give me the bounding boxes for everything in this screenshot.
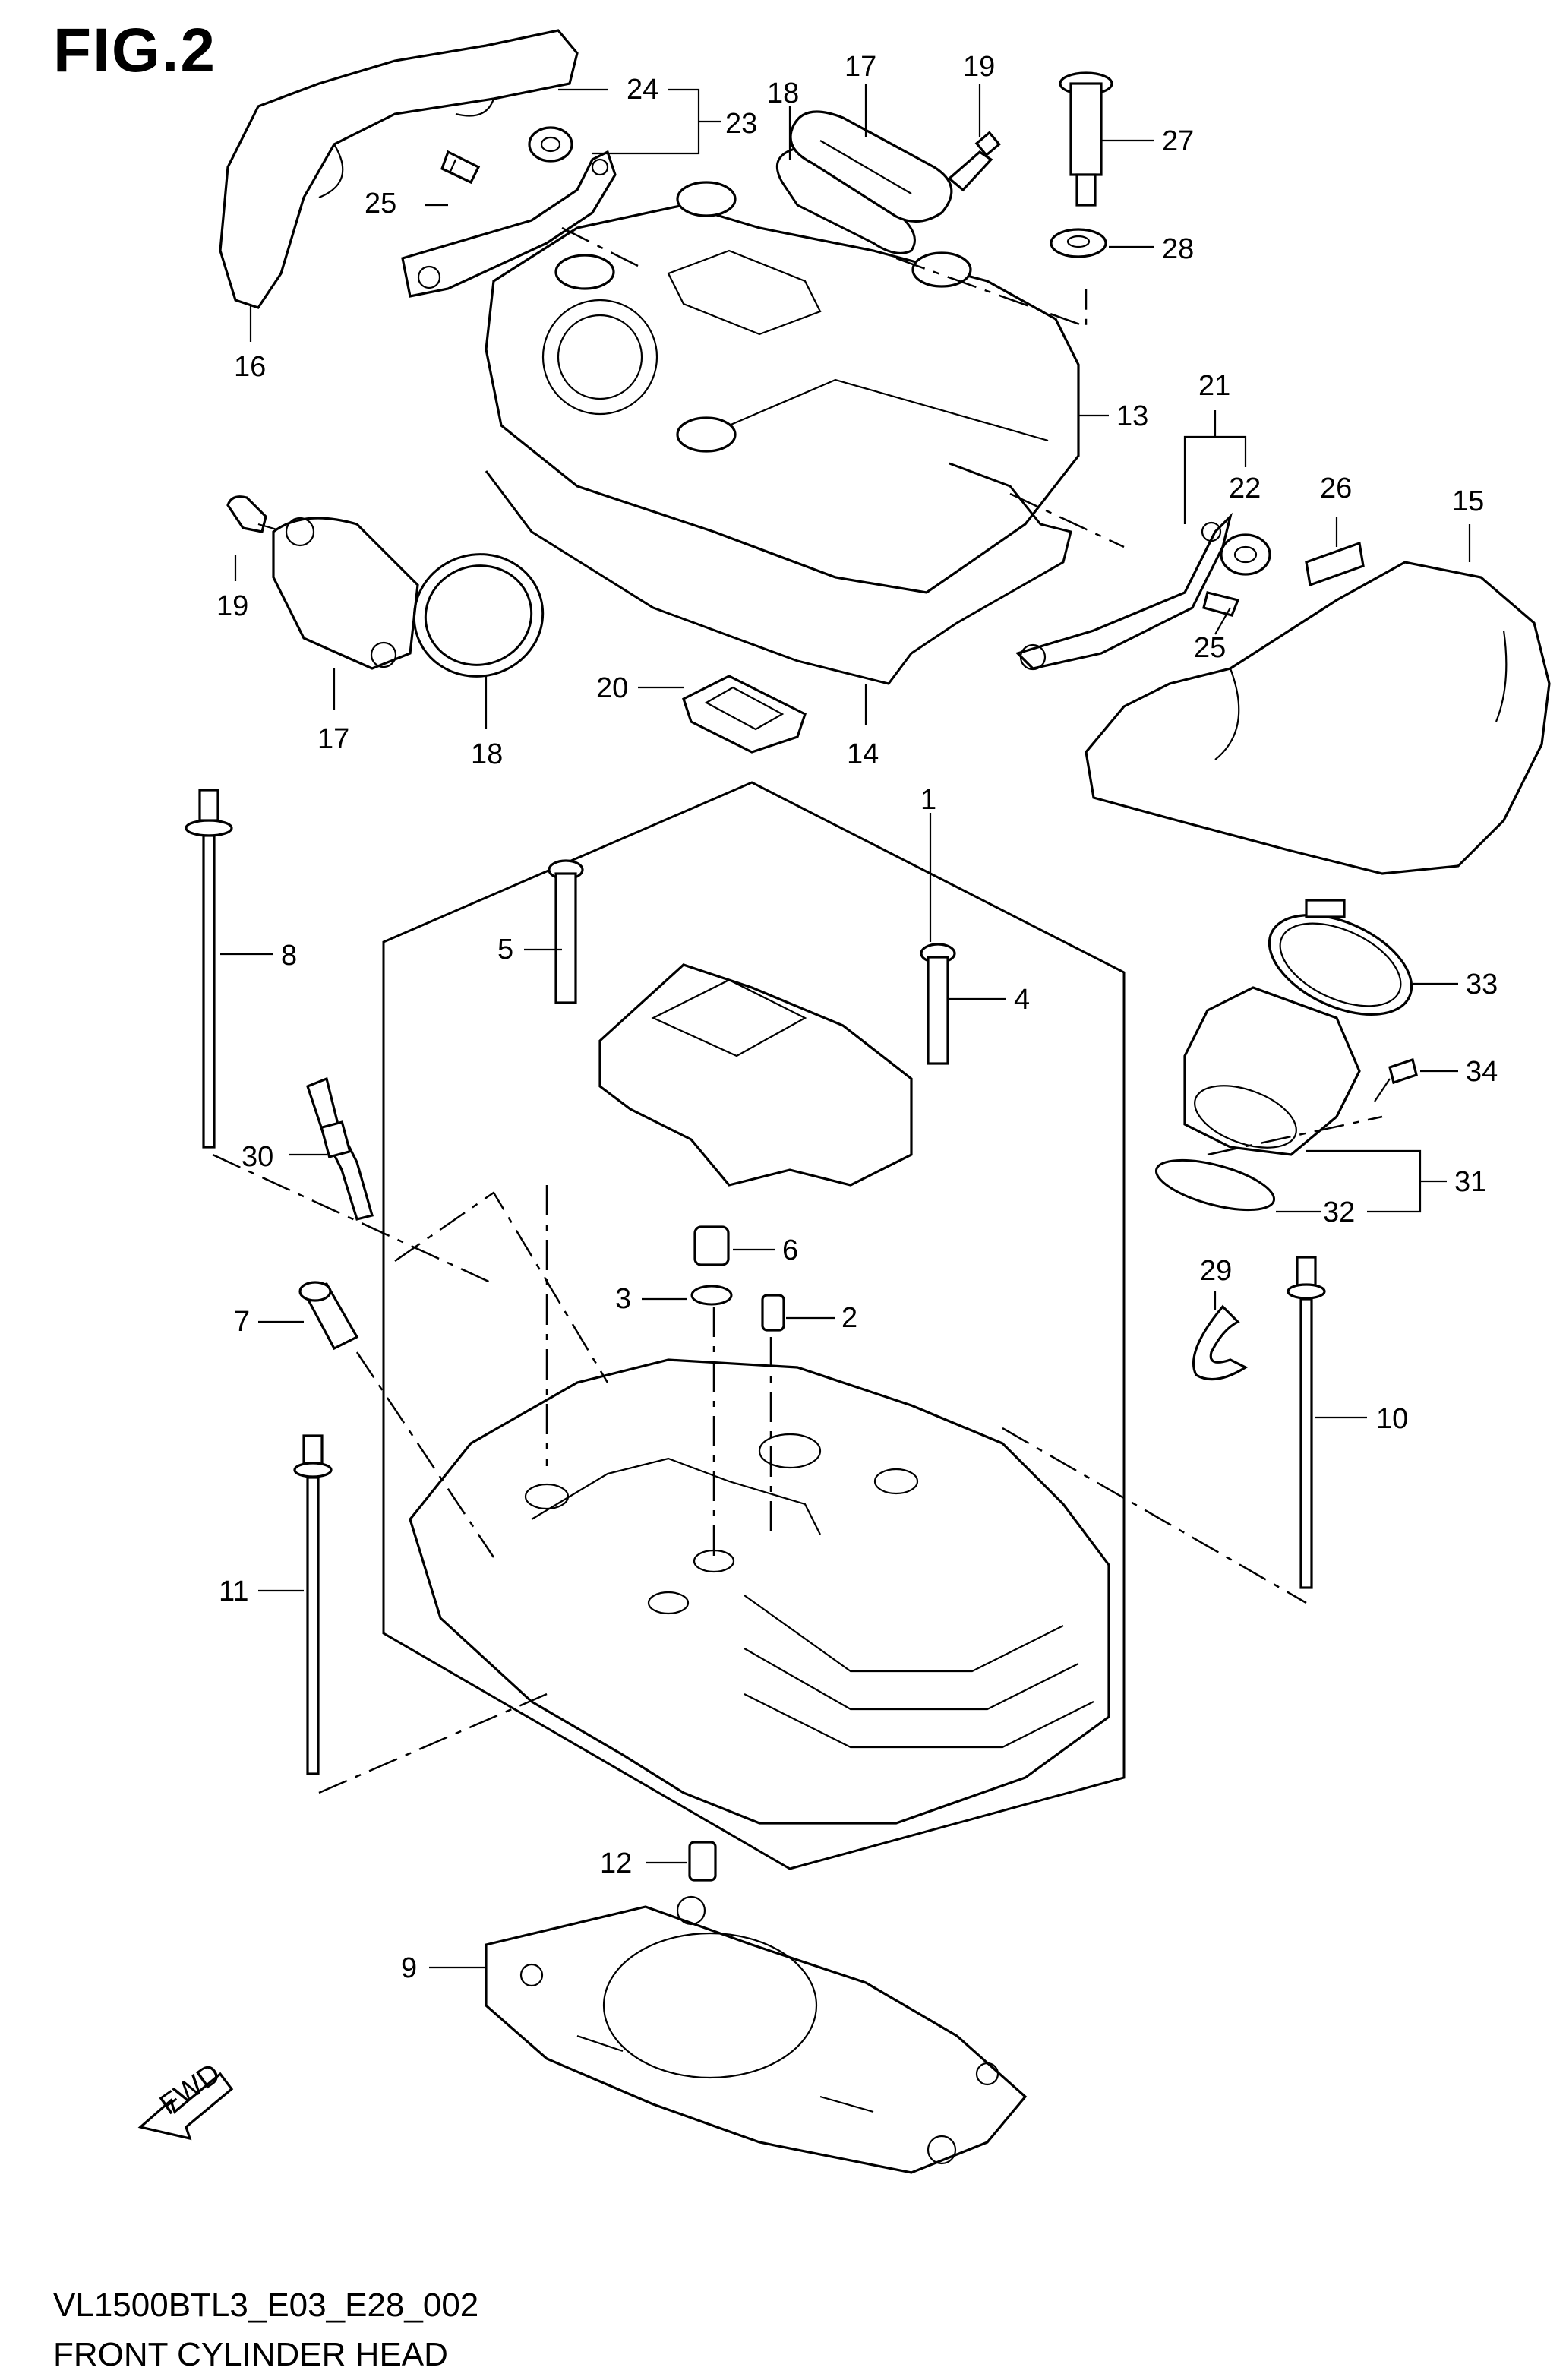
bolt-19-left[interactable] bbox=[226, 495, 286, 533]
plate-17-top[interactable] bbox=[789, 110, 953, 223]
callout-22: 22 bbox=[1229, 473, 1261, 504]
callout-15: 15 bbox=[1452, 485, 1484, 517]
screw-34[interactable] bbox=[1374, 1057, 1418, 1102]
callout-14: 14 bbox=[847, 738, 879, 770]
cylinder-head-cover-13[interactable] bbox=[485, 181, 1080, 594]
callout-8: 8 bbox=[281, 940, 297, 972]
gasket-20[interactable] bbox=[682, 675, 807, 754]
callout-34: 34 bbox=[1466, 1056, 1498, 1088]
callout-5: 5 bbox=[497, 934, 513, 966]
bolt-25-top[interactable] bbox=[440, 150, 481, 185]
bracket-21[interactable] bbox=[1015, 512, 1233, 671]
callout-28: 28 bbox=[1162, 233, 1194, 265]
leader-lines bbox=[220, 84, 1471, 1969]
callout-21: 21 bbox=[1198, 370, 1230, 402]
callout-17-top: 17 bbox=[845, 51, 876, 83]
callout-7: 7 bbox=[234, 1306, 250, 1338]
callout-17-left: 17 bbox=[317, 723, 349, 755]
oring-18-top[interactable] bbox=[775, 147, 916, 254]
cover-plate-17-left[interactable] bbox=[272, 517, 419, 670]
cushion-26[interactable] bbox=[1305, 541, 1365, 587]
callout-6: 6 bbox=[782, 1234, 798, 1266]
callout-13: 13 bbox=[1116, 400, 1148, 432]
spark-plug-30[interactable] bbox=[306, 1076, 374, 1221]
callout-3: 3 bbox=[615, 1283, 631, 1315]
dowel-12[interactable] bbox=[688, 1841, 717, 1882]
pipe-7[interactable] bbox=[298, 1281, 359, 1351]
assembly-lines bbox=[212, 226, 1383, 1794]
oring-18-left[interactable] bbox=[400, 540, 557, 691]
callout-12: 12 bbox=[600, 1847, 632, 1879]
cover-gasket-14[interactable] bbox=[485, 462, 1072, 685]
diagram-title: FRONT CYLINDER HEAD bbox=[53, 2336, 448, 2373]
bolt-25-right[interactable] bbox=[1202, 591, 1240, 617]
callout-18-left: 18 bbox=[471, 738, 503, 770]
figure-title: FIG.2 bbox=[53, 16, 217, 85]
dowel-6[interactable] bbox=[693, 1225, 730, 1266]
bolt-5[interactable] bbox=[548, 859, 584, 1004]
grommet-22[interactable] bbox=[1220, 533, 1271, 576]
callout-20: 20 bbox=[596, 672, 628, 704]
grommet-24[interactable] bbox=[528, 126, 573, 163]
callout-19-left: 19 bbox=[216, 590, 248, 622]
callout-16: 16 bbox=[234, 351, 266, 383]
washer-28[interactable] bbox=[1050, 228, 1107, 258]
pin-2[interactable] bbox=[761, 1294, 785, 1332]
oring-32[interactable] bbox=[1151, 1150, 1279, 1220]
callout-11: 11 bbox=[219, 1576, 248, 1607]
callout-30: 30 bbox=[242, 1141, 273, 1173]
cylinder-head-body[interactable] bbox=[409, 1358, 1110, 1825]
callout-26: 26 bbox=[1320, 473, 1352, 504]
stud-bolt-8[interactable] bbox=[185, 789, 233, 1149]
diagram-code: VL1500BTL3_E03_E28_002 bbox=[53, 2287, 479, 2324]
bracket-23[interactable] bbox=[401, 150, 617, 298]
oring-3[interactable] bbox=[690, 1285, 733, 1306]
cylinder-head-frame-1 bbox=[382, 781, 1126, 1870]
callout-25-top: 25 bbox=[365, 188, 396, 220]
clamp-33[interactable] bbox=[1254, 895, 1427, 1035]
stud-bolt-11[interactable] bbox=[293, 1434, 333, 1775]
bolt-27[interactable] bbox=[1059, 71, 1113, 207]
callout-1: 1 bbox=[920, 784, 936, 816]
callout-labels: 1 2 3 4 5 6 7 8 9 10 11 12 13 14 15 16 1… bbox=[216, 51, 1498, 1984]
callout-2: 2 bbox=[841, 1302, 857, 1334]
fwd-arrow-icon: FWD bbox=[137, 2057, 234, 2141]
cylinder-head-gasket-9[interactable] bbox=[485, 1895, 1028, 2174]
callout-33: 33 bbox=[1466, 969, 1498, 1000]
callout-18-top: 18 bbox=[767, 77, 799, 109]
callout-29: 29 bbox=[1200, 1255, 1232, 1287]
callout-32: 32 bbox=[1323, 1196, 1355, 1228]
callout-10: 10 bbox=[1376, 1403, 1408, 1435]
callout-4: 4 bbox=[1014, 984, 1030, 1016]
clip-29[interactable] bbox=[1192, 1304, 1249, 1381]
callout-31: 31 bbox=[1454, 1166, 1486, 1198]
callout-24: 24 bbox=[627, 74, 658, 106]
callout-19-top: 19 bbox=[963, 51, 995, 83]
callout-27: 27 bbox=[1162, 125, 1194, 157]
callout-9: 9 bbox=[401, 1952, 417, 1984]
callout-23: 23 bbox=[725, 108, 757, 140]
cover-15[interactable] bbox=[1085, 561, 1551, 875]
callout-25-right: 25 bbox=[1194, 632, 1226, 664]
camshaft-holder[interactable] bbox=[598, 963, 913, 1187]
bolt-4[interactable] bbox=[920, 943, 956, 1065]
intake-pipe-31[interactable] bbox=[1183, 986, 1361, 1160]
bolt-19-top[interactable] bbox=[947, 131, 1001, 192]
stud-bolt-10[interactable] bbox=[1287, 1256, 1326, 1589]
